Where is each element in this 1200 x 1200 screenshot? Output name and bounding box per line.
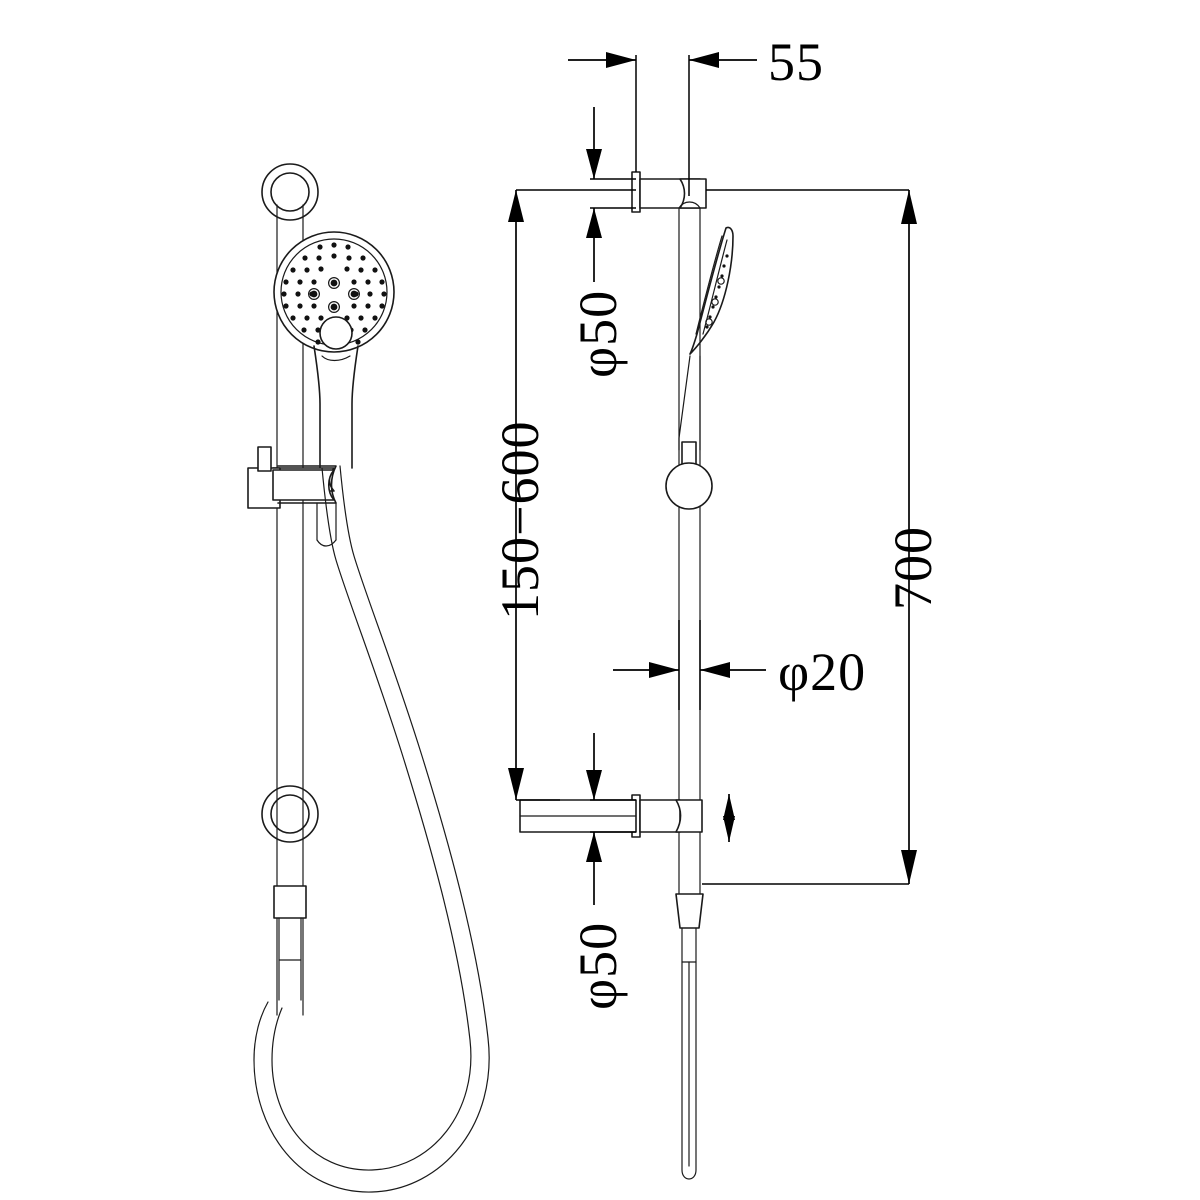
upper-wall-bracket-side	[631, 171, 707, 213]
front-view	[247, 163, 490, 1193]
spray-holes-side	[705, 254, 729, 329]
side-view	[519, 171, 734, 1180]
flexible-hose-loop	[253, 465, 490, 1193]
hand-shower-head-edge	[689, 226, 734, 355]
dimension-label-700: 700	[883, 526, 943, 610]
hand-shower-handle	[313, 345, 359, 469]
dimension-label-phi20: φ20	[778, 642, 866, 702]
dimension-phi50-upper: φ50	[568, 107, 636, 378]
lower-wall-bracket-ring	[261, 785, 319, 843]
upper-wall-bracket-ring	[261, 163, 319, 221]
hand-shower-head	[273, 231, 395, 353]
dimension-annotations: 55 φ50 150−600	[490, 32, 943, 1010]
hand-shower-handle-side	[678, 355, 701, 467]
dimension-label-150-600: 150−600	[490, 421, 550, 620]
sliding-holder-side	[665, 462, 713, 510]
hose-tail-side	[681, 927, 697, 1180]
dimension-label-phi50-upper: φ50	[568, 290, 628, 378]
lower-wall-bracket-side	[519, 794, 703, 838]
holder-lower-stub	[316, 502, 337, 547]
dimension-phi50-lower: φ50	[568, 733, 636, 1010]
spray-holes	[281, 242, 387, 345]
dimension-label-55: 55	[768, 32, 824, 92]
dimension-label-phi50-lower: φ50	[568, 922, 628, 1010]
holder-lever-handle	[257, 446, 272, 472]
slide-rail-tube-side	[678, 201, 701, 901]
dimension-150-600: 150−600	[490, 189, 636, 801]
dimension-55: 55	[568, 32, 824, 196]
dimension-small-gap-arrow	[723, 794, 735, 842]
dimension-700: 700	[702, 189, 943, 885]
hose-connector	[273, 885, 307, 1001]
dimension-phi20: φ20	[613, 620, 866, 710]
hose-connector-side	[675, 893, 704, 929]
